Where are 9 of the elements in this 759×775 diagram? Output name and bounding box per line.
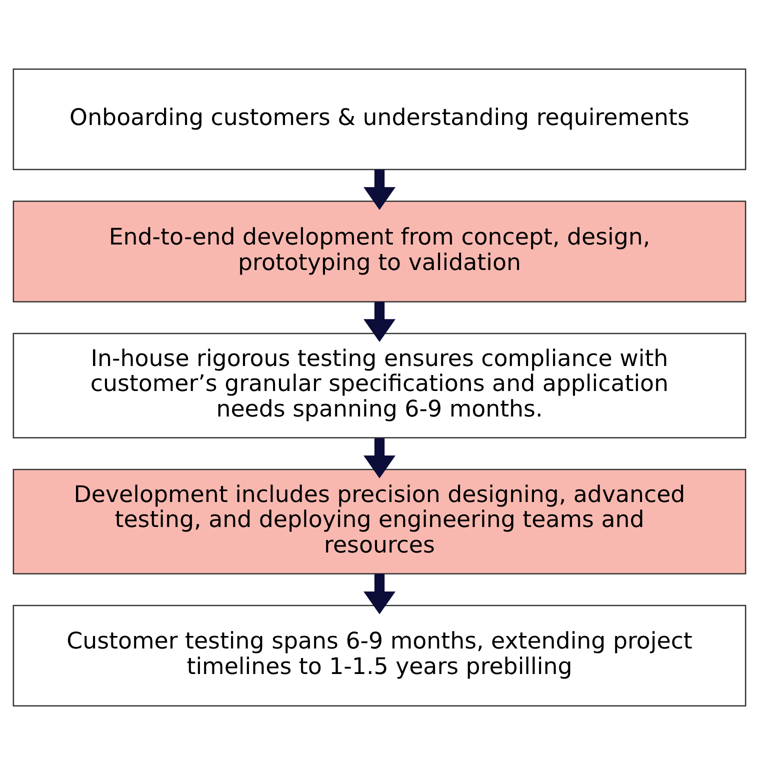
node-box: End-to-end development from concept, design, prototyping to validation xyxy=(12,200,746,302)
node-box: Customer testing spans 6-9 months, extending project timelines to 1-1.5 years prebilling xyxy=(12,604,746,707)
arrow xyxy=(364,574,396,614)
arrow xyxy=(364,438,396,478)
node-box: Onboarding customers & understanding requirements xyxy=(12,68,746,170)
node-box: In-house rigorous testing ensures compliance with customer’s granular specifications and application needs spanning 6-9 months. xyxy=(12,332,746,438)
node-box: Development includes precision designing, advanced testing, and deploying engineering teams and resources xyxy=(12,468,746,574)
arrow xyxy=(364,302,396,342)
arrow xyxy=(364,170,396,210)
